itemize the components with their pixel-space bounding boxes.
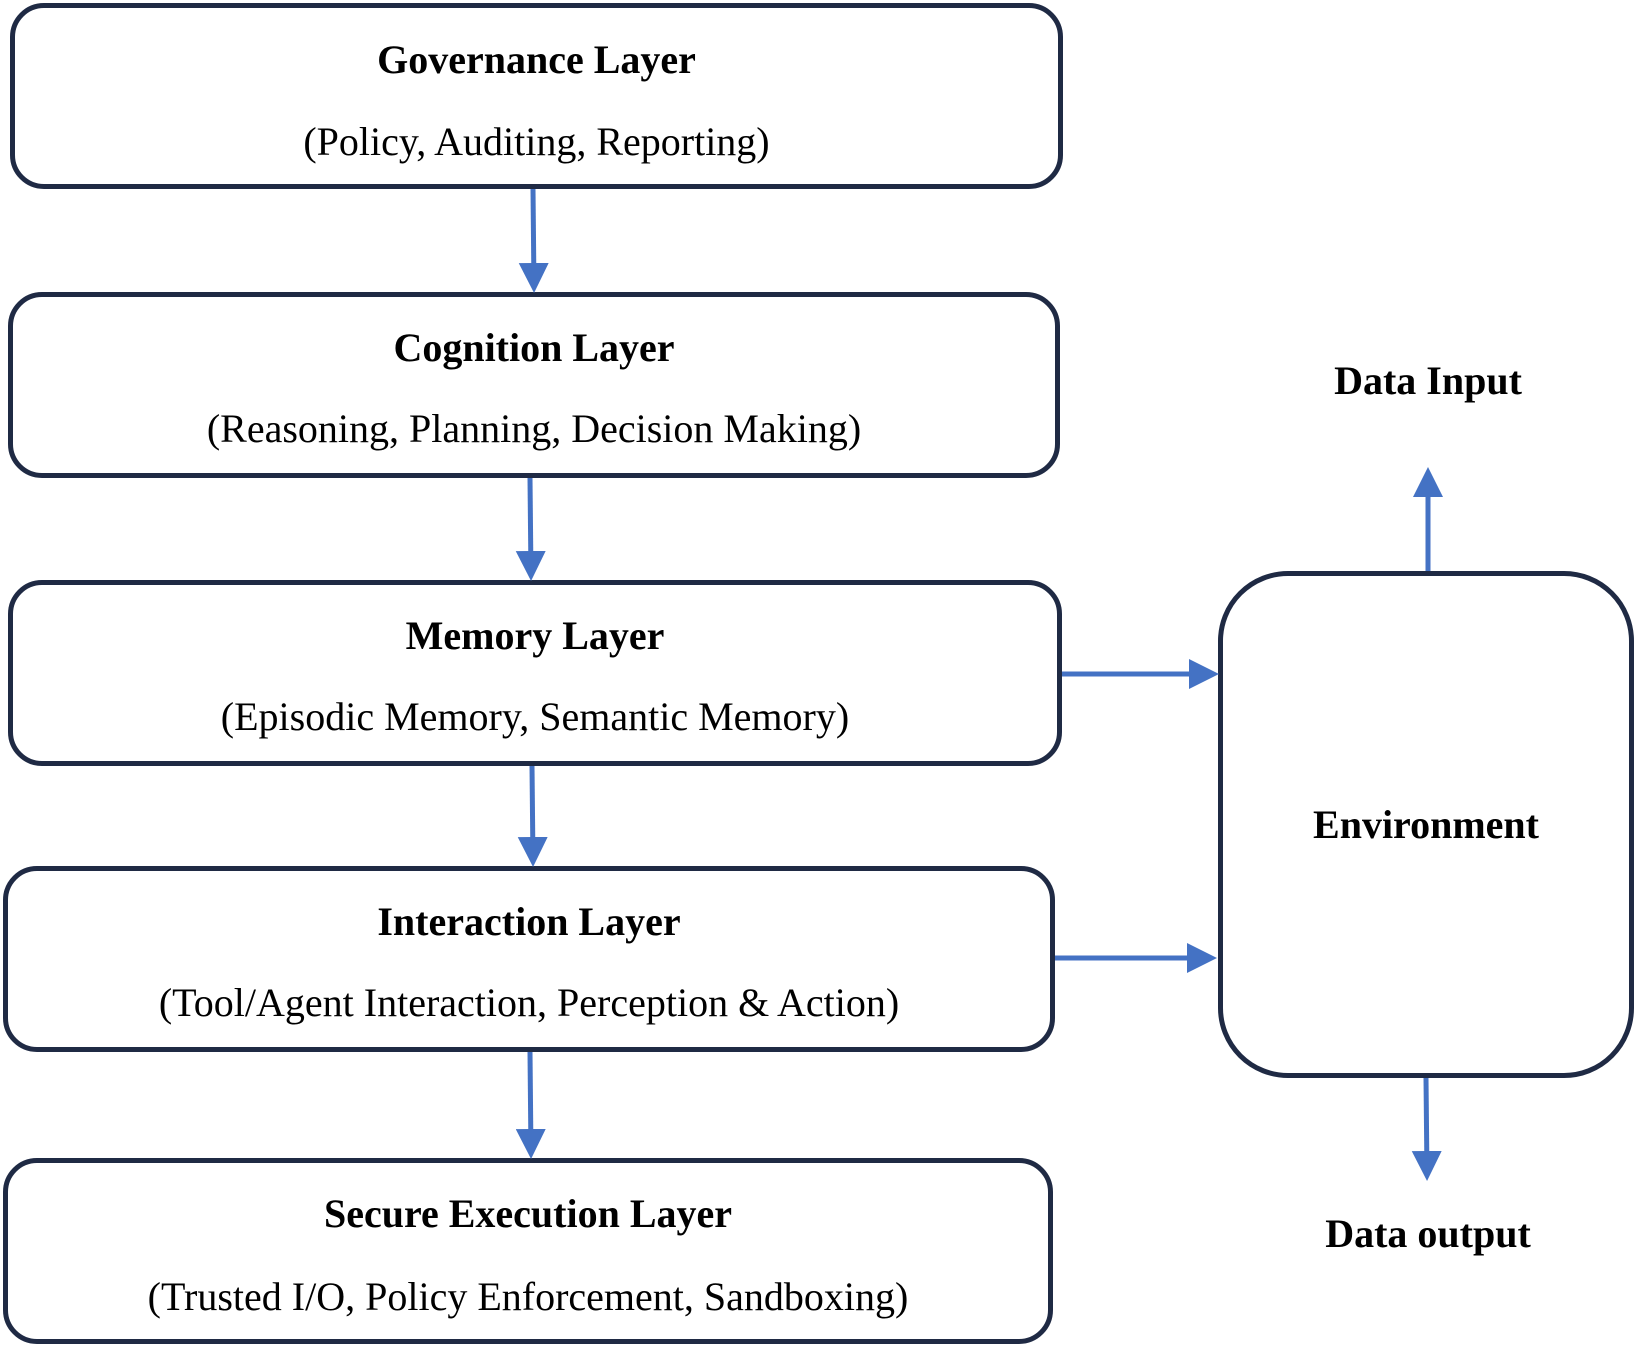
arrow-cognition-to-memory [515, 477, 546, 581]
interaction-layer-subtitle: (Tool/Agent Interaction, Perception & Ac… [158, 980, 900, 1025]
arrow-governance-to-cognition [518, 188, 549, 293]
data-input-label: Data Input [1334, 358, 1522, 403]
cognition-layer-box: Cognition Layer (Reasoning, Planning, De… [8, 292, 1060, 478]
arrow-memory-to-interaction [517, 765, 548, 867]
memory-layer-title: Memory Layer [405, 613, 665, 658]
environment-box: Environment [1218, 571, 1634, 1078]
environment-label: Environment [1313, 801, 1539, 847]
data-output-label: Data output [1325, 1211, 1531, 1256]
arrow-environment-to-data-output [1411, 1077, 1442, 1181]
governance-layer-title: Governance Layer [377, 37, 696, 82]
secure-execution-layer-box: Secure Execution Layer (Trusted I/O, Pol… [3, 1158, 1053, 1344]
memory-layer-box: Memory Layer (Episodic Memory, Semantic … [8, 580, 1062, 766]
governance-layer-box: Governance Layer (Policy, Auditing, Repo… [10, 3, 1063, 189]
interaction-layer-title: Interaction Layer [377, 899, 681, 944]
memory-layer-subtitle: (Episodic Memory, Semantic Memory) [220, 694, 850, 739]
cognition-layer-title: Cognition Layer [393, 325, 675, 370]
secure-execution-layer-title: Secure Execution Layer [323, 1191, 733, 1236]
arrow-interaction-to-secure-execution [515, 1051, 546, 1159]
secure-execution-layer-subtitle: (Trusted I/O, Policy Enforcement, Sandbo… [147, 1274, 909, 1319]
governance-layer-subtitle: (Policy, Auditing, Reporting) [303, 119, 770, 164]
cognition-layer-subtitle: (Reasoning, Planning, Decision Making) [206, 406, 862, 451]
interaction-layer-box: Interaction Layer (Tool/Agent Interactio… [3, 866, 1055, 1052]
